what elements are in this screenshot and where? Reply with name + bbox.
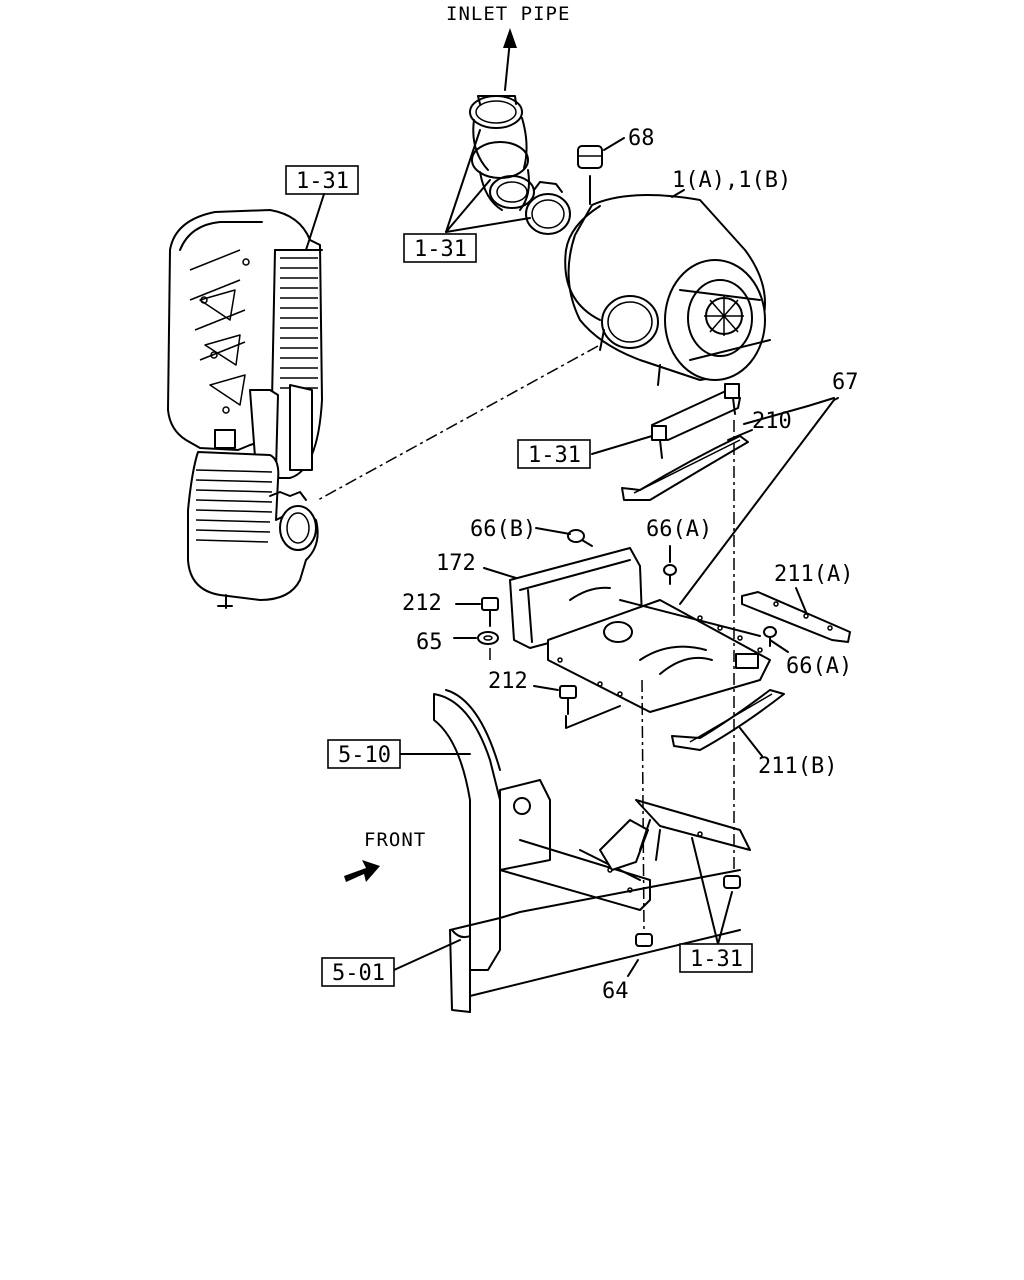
callout-211a: 211(A) xyxy=(774,562,853,587)
mounting-bracket xyxy=(651,383,741,459)
svg-text:1-31: 1-31 xyxy=(296,169,349,194)
ref-box-5-10: 5-10 xyxy=(327,739,401,769)
air-cleaner xyxy=(564,189,771,386)
ref-box-1-31-top: 1-31 xyxy=(285,165,359,195)
callout-66a-top: 66(A) xyxy=(646,517,712,542)
callout-212-low: 212 xyxy=(488,669,528,694)
ref-box-1-31-clamp: 1-31 xyxy=(403,233,477,263)
bolt-212-low xyxy=(533,685,621,729)
callout-211b: 211(B) xyxy=(758,754,837,779)
svg-text:5-10: 5-10 xyxy=(338,743,391,768)
chassis-frame xyxy=(433,689,751,1013)
washer-65 xyxy=(453,631,499,660)
leader-5-01 xyxy=(393,939,461,971)
nut-right xyxy=(723,875,741,889)
part-66b xyxy=(535,527,593,547)
leader-67 xyxy=(679,397,839,605)
svg-text:1-31: 1-31 xyxy=(414,237,467,262)
intake-assembly xyxy=(167,209,323,479)
ref-box-1-31-bottom: 1-31 xyxy=(679,943,753,973)
svg-text:1-31: 1-31 xyxy=(690,947,743,972)
callout-64: 64 xyxy=(602,979,629,1004)
svg-text:5-01: 5-01 xyxy=(332,961,385,986)
centerline-plate xyxy=(641,679,645,931)
callout-66b: 66(B) xyxy=(470,517,536,542)
nut-64 xyxy=(627,933,653,977)
leader-1-31-bracket xyxy=(591,435,653,455)
part-66a-top xyxy=(663,545,677,585)
leader-1-31-bottom xyxy=(691,837,733,945)
leader-210 xyxy=(727,429,753,441)
callout-172: 172 xyxy=(436,551,476,576)
callout-1: 1(A),1(B) xyxy=(672,168,791,193)
part-68-cap xyxy=(577,137,625,205)
callout-66a-right: 66(A) xyxy=(786,654,852,679)
callout-212-top: 212 xyxy=(402,591,442,616)
clamp-leaders xyxy=(445,129,531,233)
callout-67: 67 xyxy=(832,370,859,395)
callout-65: 65 xyxy=(416,630,443,655)
support-plate-172 xyxy=(509,547,771,713)
inlet-pipe-arrow xyxy=(503,28,517,91)
intake-hose xyxy=(469,95,535,211)
centerline-air-cleaner xyxy=(317,345,599,501)
callout-68: 68 xyxy=(628,126,655,151)
ref-box-1-31-bracket: 1-31 xyxy=(517,439,591,469)
front-arrow xyxy=(344,860,380,882)
strap-210 xyxy=(621,435,749,501)
intake-duct-lower xyxy=(187,451,319,609)
hose-clamp-lower xyxy=(525,181,571,235)
front-label: FRONT xyxy=(364,829,426,851)
bolt-212-top xyxy=(455,597,499,627)
part-66a-right xyxy=(763,626,789,653)
inlet-pipe-label: INLET PIPE xyxy=(446,3,570,25)
strip-211a xyxy=(741,587,851,643)
ref-box-5-01: 5-01 xyxy=(321,957,395,987)
strip-211b xyxy=(671,689,785,757)
leader-172 xyxy=(483,567,517,579)
svg-text:1-31: 1-31 xyxy=(528,443,581,468)
leader-1-31-top xyxy=(305,193,325,251)
